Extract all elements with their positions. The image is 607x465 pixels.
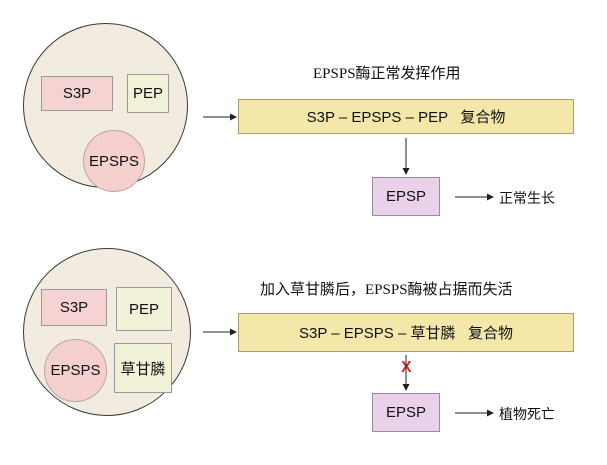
complex-label-bottom: S3P – EPSPS – 草甘膦 复合物 xyxy=(299,325,513,342)
epsps-enzyme-bottom: EPSPS xyxy=(44,339,107,402)
s3p-box-bottom: S3P xyxy=(41,289,107,326)
s3p-label: S3P xyxy=(62,85,92,102)
pep-box-top: PEP xyxy=(127,74,169,113)
epsp-label-top: EPSP xyxy=(385,188,427,205)
pep-label: PEP xyxy=(132,85,163,102)
epsps-label-bottom: EPSPS xyxy=(50,362,101,379)
complex-band-top: S3P – EPSPS – PEP 复合物 xyxy=(238,99,574,134)
epsps-enzyme-top: EPSPS xyxy=(83,130,145,192)
epsp-box-bottom: EPSP xyxy=(372,393,440,432)
glyphosate-label: 草甘膦 xyxy=(120,360,166,378)
epsp-box-top: EPSP xyxy=(372,177,440,216)
pep-label-bottom: PEP xyxy=(128,300,159,318)
s3p-box-top: S3P xyxy=(41,76,113,111)
result-bottom: 植物死亡 xyxy=(499,406,555,422)
bottom-title: 加入草甘膦后，EPSPS酶被占据而失活 xyxy=(260,282,513,298)
pep-box-bottom: PEP xyxy=(116,287,172,331)
epsps-label: EPSPS xyxy=(88,152,140,170)
glyphosate-box: 草甘膦 xyxy=(114,343,172,393)
result-top: 正常生长 xyxy=(499,190,555,206)
complex-band-bottom: S3P – EPSPS – 草甘膦 复合物 xyxy=(238,313,574,352)
epsp-label-bottom: EPSP xyxy=(385,404,427,421)
s3p-label-bottom: S3P xyxy=(59,299,89,316)
complex-label-top: S3P – EPSPS – PEP 复合物 xyxy=(306,109,506,126)
top-title: EPSPS酶正常发挥作用 xyxy=(313,66,461,82)
